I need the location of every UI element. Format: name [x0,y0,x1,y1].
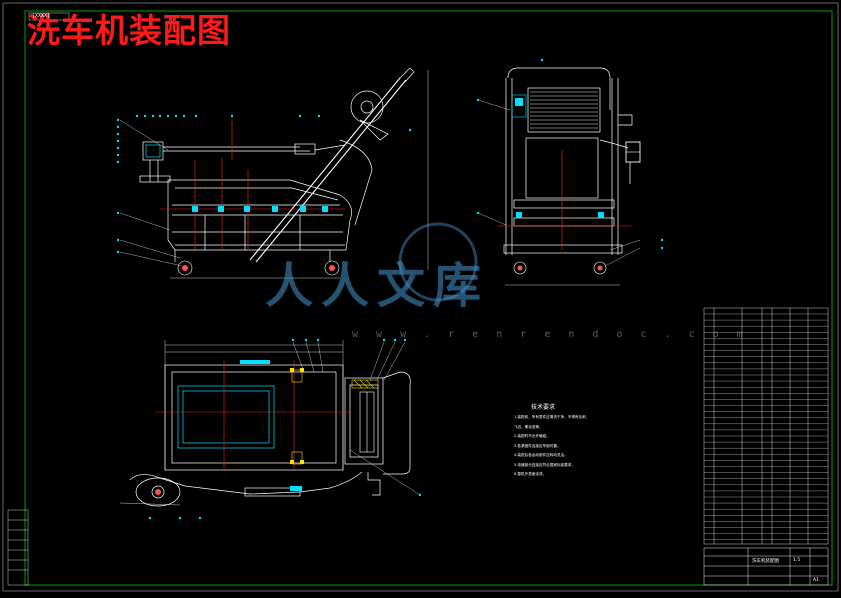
tech-requirement-line: 1.装配前，所有零件应清洗干净，不得有毛刺、 [514,415,590,419]
side-view-details [476,58,664,275]
watermark-text: 人人文库 [265,258,490,314]
pump-icon [359,391,375,453]
top-view [119,340,421,507]
front-view-details [116,114,412,276]
watermark-logo [398,222,478,302]
title-block-scale: 1:5 [793,558,801,563]
motor-icon [625,141,641,163]
parts-list [703,307,829,545]
tech-requirement-line: 4.装配后各运动部件应转动灵活。 [514,453,568,457]
revision-strip [7,509,29,586]
tech-requirement-line: 2.装配时不允许磕碰。 [514,434,550,438]
tech-requirement-line: 5.电器部分连接应符合国家标准要求。 [514,462,575,467]
tech-requirements-title: 技术要求 [531,404,556,411]
title-block-sheet: A1 [813,578,819,583]
tech-requirements-list: 1.装配前，所有零件应清洗干净，不得有毛刺、 飞边、氧化皮等。 2.装配时不允许… [514,413,614,480]
header-tag: [XXXX] [32,13,51,19]
tech-requirement-line: 飞边、氧化皮等。 [514,424,543,429]
wheel-icon [177,260,340,276]
side-view [477,67,641,286]
tech-requirement-line: 3.各紧固件连接应牢固可靠。 [514,443,561,448]
hose-reel-icon [511,94,527,118]
header-tag-box [28,12,70,21]
top-view-details [148,338,422,520]
parts-list-rows [704,313,828,540]
front-view [119,67,429,279]
drawing-title: 洗车机装配图 [27,11,231,50]
title-block [703,547,829,586]
tech-requirement-line: 6.整机外表面涂漆。 [514,472,547,476]
watermark-url: w w w . r e n r e n d o c . c o m [352,329,749,340]
title-block-drawing-title: 洗车机装配图 [752,559,779,564]
